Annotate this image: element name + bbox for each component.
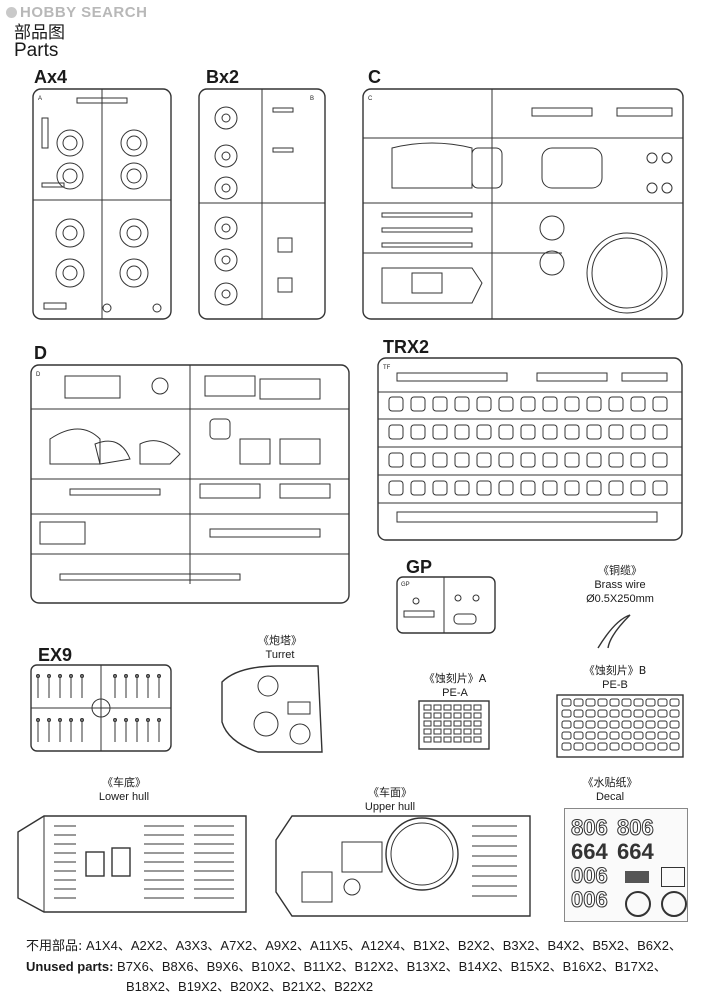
upper-hull-en: Upper hull bbox=[364, 801, 416, 813]
sprue-c-label: C bbox=[368, 67, 381, 87]
sprue-gp-tag: GP bbox=[401, 582, 410, 588]
sprue-gp: GP bbox=[396, 576, 496, 634]
pe-b-cn: 《蚀刻片》B bbox=[583, 664, 647, 677]
sprue-ex-label: EX9 bbox=[38, 645, 73, 665]
decal-number-4: 664 bbox=[617, 839, 654, 864]
decal-emblem-roundel bbox=[661, 891, 687, 917]
unused-line-2: B7X6、B8X6、B9X6、B10X2、B11X2、B12X2、B13X2、B… bbox=[117, 959, 667, 974]
upper-hull-cn: 《车面》 bbox=[368, 786, 412, 799]
turret-cn: 《炮塔》 bbox=[258, 634, 302, 647]
sprue-d: D bbox=[30, 364, 350, 604]
sprue-c: C bbox=[362, 88, 684, 320]
sprue-trx: TF bbox=[377, 357, 683, 541]
decal-number-2: 806 bbox=[617, 815, 655, 841]
brass-wire-en: Brass wire bbox=[594, 579, 646, 591]
decal-caption: 《水贴纸》 Decal bbox=[570, 776, 650, 804]
turret-caption: 《炮塔》 Turret bbox=[240, 634, 320, 662]
logo-icon bbox=[6, 7, 17, 18]
pe-b-caption: 《蚀刻片》B PE-B bbox=[560, 664, 670, 692]
sprue-c-tag: C bbox=[368, 96, 373, 102]
sprue-a-label: Ax4 bbox=[34, 67, 68, 87]
upper-hull-caption: 《车面》 Upper hull bbox=[350, 786, 430, 814]
brass-wire-drawing bbox=[590, 610, 640, 650]
sprue-gp-label: GP bbox=[406, 557, 433, 577]
decal-emblem bbox=[661, 867, 685, 887]
decal-number-5: 006 bbox=[571, 863, 609, 889]
decal-en: Decal bbox=[595, 791, 625, 803]
pe-a-drawing bbox=[418, 700, 490, 750]
decal-number-3: 664 bbox=[571, 839, 608, 864]
page-title-en: Parts bbox=[14, 40, 59, 61]
pe-a-caption: 《蚀刻片》A PE-A bbox=[400, 672, 510, 700]
turret-drawing bbox=[218, 662, 326, 754]
decal-cn: 《水贴纸》 bbox=[582, 776, 638, 789]
unused-line-3: B18X2、B19X2、B20X2、B21X2、B22X2 bbox=[126, 979, 374, 994]
pe-a-cn: 《蚀刻片》A bbox=[423, 672, 487, 685]
unused-parts: 不用部品: A1X4、A2X2、A3X3、A7X2、A9X2、A11X5、A12… bbox=[26, 936, 696, 997]
page-title-cn: 部品图 bbox=[14, 23, 65, 43]
turret-en: Turret bbox=[265, 649, 295, 661]
upper-hull-drawing bbox=[272, 812, 534, 920]
sprue-d-label: D bbox=[34, 343, 47, 363]
decal-star-roundel bbox=[625, 891, 651, 917]
sprue-ex bbox=[30, 664, 172, 752]
sprue-b: B bbox=[198, 88, 326, 320]
brass-wire-spec: Ø0.5X250mm bbox=[586, 593, 654, 605]
brass-wire-cn: 《铜缆》 bbox=[598, 564, 642, 577]
sprue-trx-tag: TF bbox=[383, 365, 391, 371]
lower-hull-drawing bbox=[14, 812, 250, 918]
sprue-a: A bbox=[32, 88, 172, 320]
unused-label-en: Unused parts: bbox=[26, 959, 114, 974]
pe-b-drawing bbox=[556, 694, 684, 758]
decal-sheet: 806 806 664 664 006 006 bbox=[564, 808, 688, 922]
sprue-trx-label: TRX2 bbox=[383, 337, 430, 357]
pe-b-en: PE-B bbox=[602, 679, 628, 691]
lower-hull-caption: 《车底》 Lower hull bbox=[84, 776, 164, 804]
sprue-b-label: Bx2 bbox=[206, 67, 240, 87]
lower-hull-cn: 《车底》 bbox=[102, 776, 146, 789]
watermark-logo: HOBBY SEARCH bbox=[6, 4, 147, 21]
sprue-b-tag: B bbox=[310, 96, 314, 102]
decal-number-1: 806 bbox=[571, 815, 609, 841]
watermark-text: HOBBY SEARCH bbox=[20, 4, 148, 21]
sprue-d-tag: D bbox=[36, 372, 41, 378]
decal-badge bbox=[625, 871, 649, 883]
unused-label-cn: 不用部品: bbox=[26, 939, 83, 954]
decal-number-6: 006 bbox=[571, 887, 609, 913]
sprue-a-tag: A bbox=[38, 96, 42, 102]
brass-wire-caption: 《铜缆》 Brass wire Ø0.5X250mm bbox=[570, 564, 670, 606]
pe-a-en: PE-A bbox=[442, 687, 468, 699]
lower-hull-en: Lower hull bbox=[98, 791, 150, 803]
unused-line-1: A1X4、A2X2、A3X3、A7X2、A9X2、A11X5、A12X4、B1X… bbox=[86, 938, 682, 953]
